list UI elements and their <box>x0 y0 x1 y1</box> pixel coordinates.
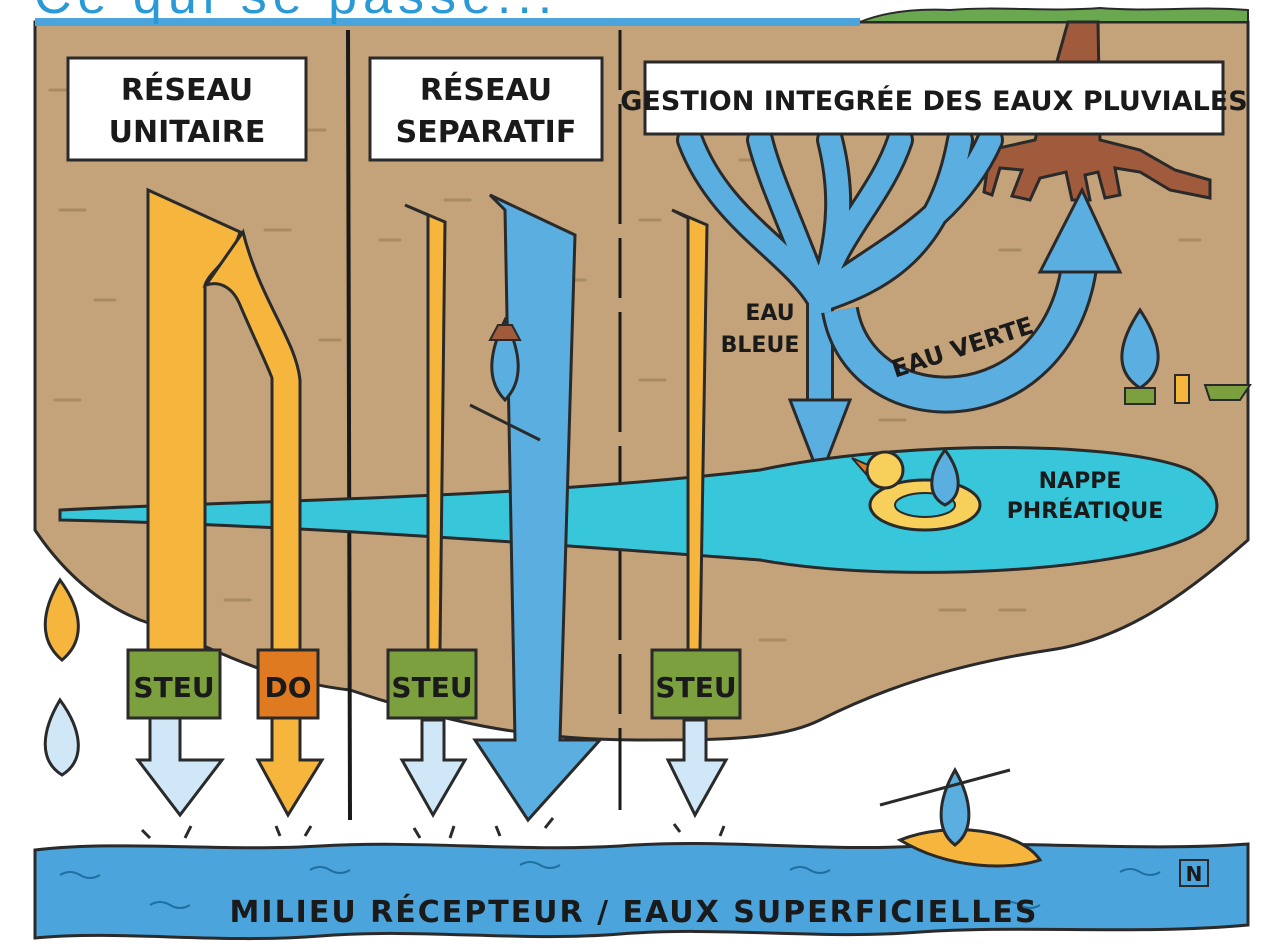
signature-label: N <box>1186 862 1203 886</box>
title-box-separatif <box>368 56 604 162</box>
sick-drop-icon <box>43 577 80 777</box>
divider-left <box>346 29 352 821</box>
steu-box-unitaire <box>126 648 222 720</box>
title-separatif-line2: SEPARATIF <box>396 115 577 150</box>
signature-box <box>1179 859 1209 887</box>
splash-marks <box>140 817 726 840</box>
title-gestion: GESTION INTEGRÉE DES EAUX PLUVIALES <box>620 85 1247 117</box>
soil-texture <box>48 88 1202 642</box>
title-separatif-line1: RÉSEAU <box>420 72 552 108</box>
milieu-label: MILIEU RÉCEPTEUR / EAUX SUPERFICIELLES <box>230 894 1039 930</box>
title-unitaire-line2: UNITAIRE <box>109 115 266 150</box>
do-box-unitaire <box>256 648 320 720</box>
unitaire-pipe-overflow <box>202 228 302 682</box>
nappe-line2: PHRÉATIQUE <box>1007 498 1164 524</box>
steu-label-unitaire: STEU <box>133 671 214 704</box>
separatif-steu-arrow <box>399 718 468 819</box>
skier-drop-icon <box>469 316 541 442</box>
title-unitaire-line1: RÉSEAU <box>121 72 253 108</box>
steu-label-gestion: STEU <box>655 671 736 704</box>
grass-strip <box>859 6 1249 23</box>
steu-label-separatif: STEU <box>391 671 472 704</box>
rain-roots-fill <box>679 129 1001 431</box>
steu-box-gestion <box>650 648 742 720</box>
duck-float-icon <box>851 447 982 532</box>
river-waves <box>59 861 1161 909</box>
eau-verte-arc-fill <box>824 257 1096 411</box>
gestion-steu-arrow <box>665 718 729 819</box>
eau-verte-arrow-head <box>1037 186 1123 274</box>
eau-bleue-arrow-head <box>787 398 853 483</box>
cropped-title: Ce qui se passe... <box>34 0 558 26</box>
title-box-unitaire <box>66 56 308 162</box>
eau-bleue-line2: BLEUE <box>721 333 800 358</box>
title-box-gestion <box>643 60 1225 136</box>
gardener-drop-icon <box>1120 307 1252 405</box>
eau-bleue-line1: EAU <box>745 301 794 326</box>
unitaire-do-arrow <box>255 713 325 818</box>
kayak-drop-icon <box>879 766 1043 868</box>
unitaire-steu-arrow <box>134 713 226 818</box>
steu-box-separatif <box>386 648 478 720</box>
nappe-line1: NAPPE <box>1039 469 1122 494</box>
do-label-unitaire: DO <box>264 671 311 704</box>
milieu-recepteur-river <box>33 841 1250 941</box>
